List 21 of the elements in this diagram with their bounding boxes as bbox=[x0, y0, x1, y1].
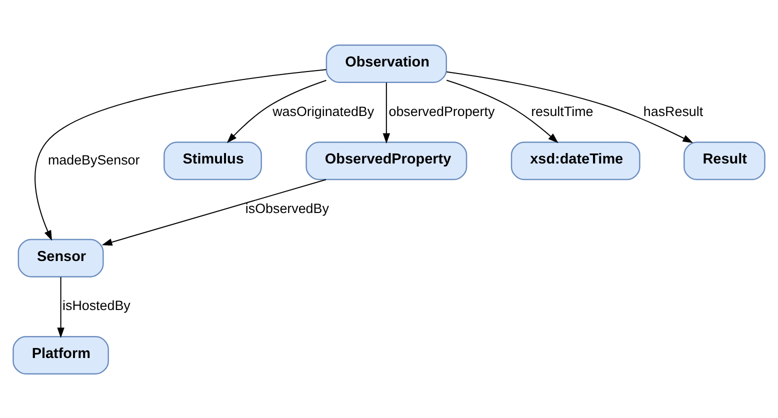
arrow bbox=[34, 68, 326, 240]
node-box: Result bbox=[684, 141, 766, 180]
edge-label: resultTime bbox=[531, 103, 594, 118]
arrow bbox=[446, 79, 558, 143]
arrow bbox=[57, 276, 64, 338]
node-box: Platform bbox=[12, 336, 109, 374]
node-box: Sensor bbox=[18, 238, 104, 277]
edge-label: isHostedBy bbox=[62, 298, 130, 313]
edge-label: isObservedBy bbox=[245, 200, 329, 216]
node-box: ObservedProperty bbox=[306, 141, 468, 180]
arrow bbox=[446, 70, 694, 142]
edge-label: observedProperty bbox=[388, 103, 495, 118]
arrow bbox=[226, 79, 326, 143]
arrow bbox=[382, 82, 390, 144]
edge-label: hasResult bbox=[643, 103, 704, 118]
arrow bbox=[102, 178, 326, 246]
edge-label: madeBySensor bbox=[48, 152, 140, 167]
node-box: xsd:dateTime bbox=[510, 141, 640, 180]
node-box: Observation bbox=[326, 44, 447, 82]
edge-label: wasOriginatedBy bbox=[272, 103, 374, 118]
node-box: Stimulus bbox=[164, 141, 262, 180]
